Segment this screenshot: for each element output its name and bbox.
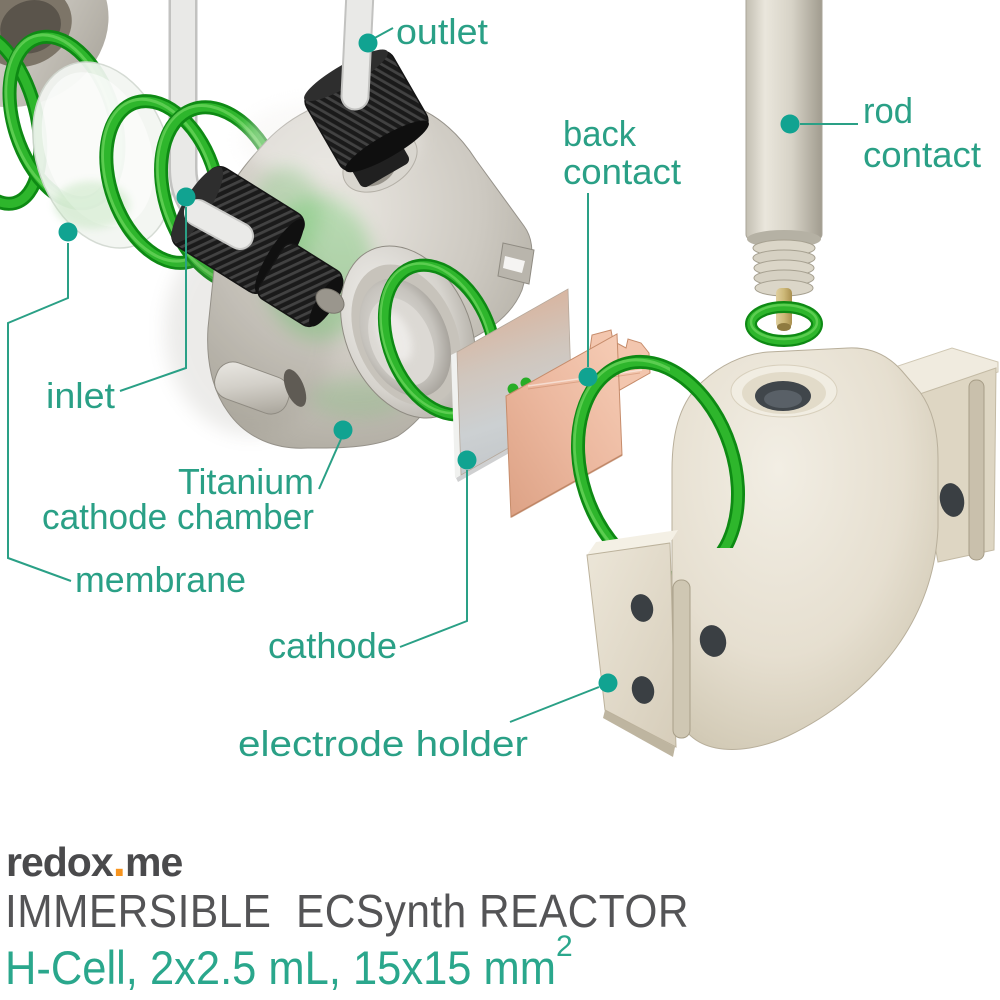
dot-cathode [457, 450, 477, 470]
brand-logo-prefix: redox [6, 839, 114, 885]
o-ring-anode-large-front [670, 354, 746, 548]
label-inlet: inlet [46, 375, 115, 416]
leader-electrode-holder [509, 686, 600, 723]
label-outlet: outlet [396, 11, 488, 52]
product-subtitle-superscript: 2 [556, 930, 573, 963]
dot-rod-contact [780, 114, 800, 134]
leader-dots [58, 33, 800, 693]
leader-cathode [399, 470, 468, 648]
o-ring-far-left [0, 25, 48, 211]
product-title: IMMERSIBLE ECSynth REACTOR [5, 885, 689, 937]
label-rod-contact-line1: rod [863, 90, 913, 131]
dot-outlet [358, 33, 378, 53]
label-cathode: cathode [268, 625, 397, 666]
leader-lines [7, 27, 858, 723]
outlet-fitting [304, 0, 429, 193]
outlet-knurled-cap [304, 49, 429, 173]
o-ring-rod-small [745, 301, 823, 347]
chamber-window-boss [340, 245, 476, 419]
holder-top-hole [730, 364, 838, 418]
electrode-holder [586, 347, 999, 757]
label-titanium-chamber-line1: Titanium [178, 461, 314, 502]
label-rod-contact-line2: contact [863, 134, 981, 175]
dot-inlet [176, 187, 196, 207]
dot-titanium-chamber [333, 420, 353, 440]
rod-contact-part [745, 0, 823, 331]
rod-threads [752, 239, 816, 297]
label-electrode-holder: electrode holder [238, 723, 528, 764]
branding: redox.me IMMERSIBLE ECSynth REACTOR H-Ce… [5, 834, 689, 994]
leader-inlet [119, 207, 187, 392]
label-back-contact-line1: back [563, 113, 637, 154]
holder-body-hole [699, 625, 727, 657]
dot-electrode-holder [598, 673, 618, 693]
dot-back-contact [578, 367, 598, 387]
inlet-tube-end [184, 199, 254, 250]
part-labels: outlet rod contact back contact inlet Ti… [42, 11, 981, 764]
outlet-tube [340, 0, 375, 111]
label-back-contact-line2: contact [563, 151, 681, 192]
brand-logo-suffix: me [125, 839, 182, 885]
holder-body [671, 347, 939, 750]
label-titanium-chamber-line2: cathode chamber [42, 496, 314, 537]
product-subtitle: H-Cell, 2x2.5 mL, 15x15 mm [5, 941, 556, 994]
label-membrane: membrane [75, 559, 246, 600]
leader-titanium-chamber [318, 438, 342, 490]
leader-membrane [7, 243, 72, 582]
brand-logo-dot: . [113, 834, 125, 887]
brand-logo: redox.me [6, 834, 182, 887]
chamber-clamp-notch [214, 361, 290, 415]
dot-membrane [58, 222, 78, 242]
chamber-side-tab [497, 242, 535, 285]
inlet-fitting [171, 166, 345, 328]
holder-left-flange [586, 530, 691, 757]
